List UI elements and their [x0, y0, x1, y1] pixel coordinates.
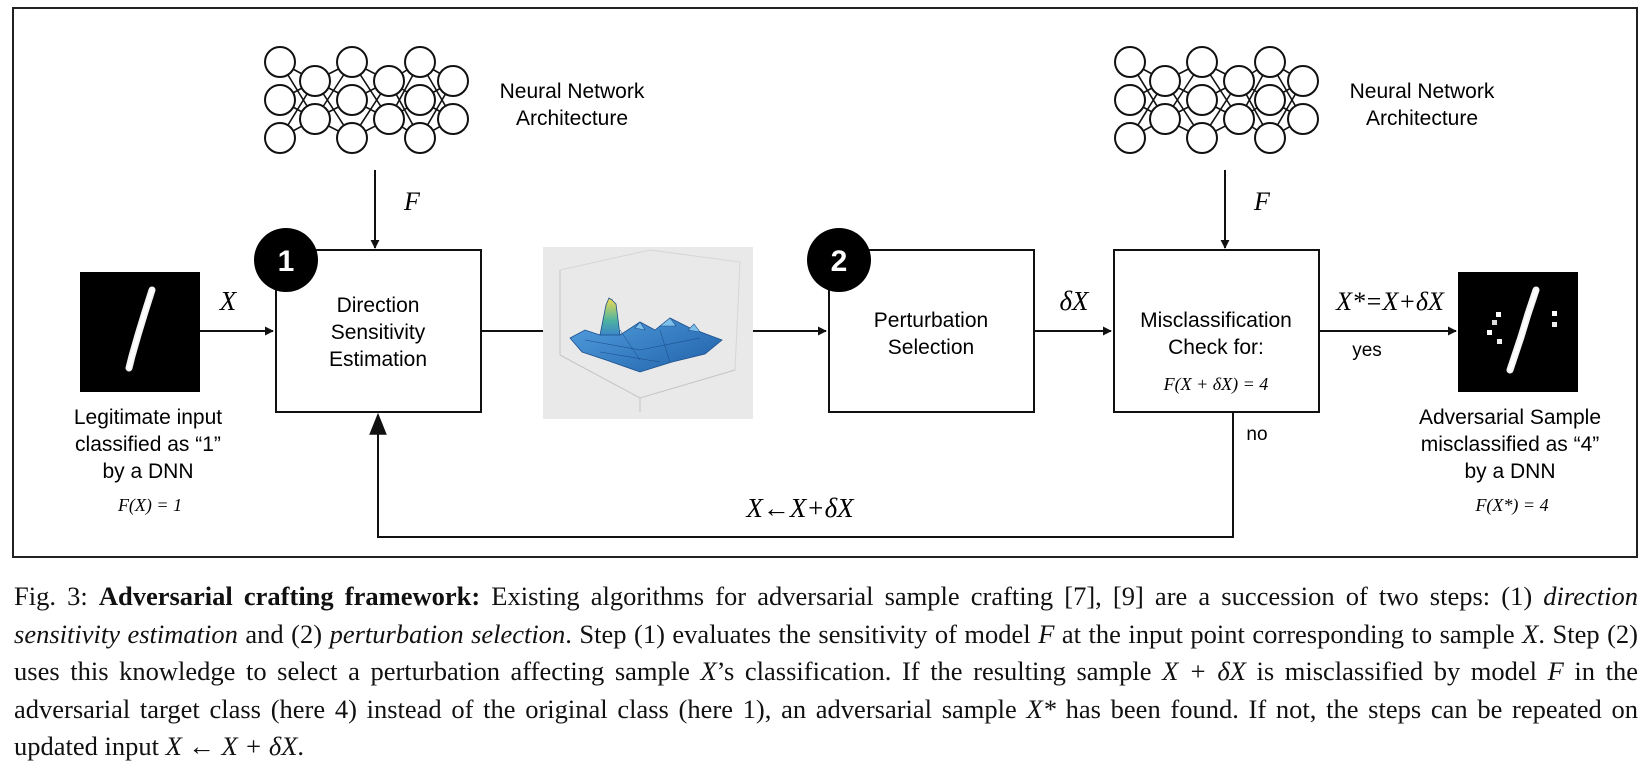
step1-box [275, 249, 482, 413]
nn-node [336, 46, 368, 78]
nn-node [1223, 103, 1255, 135]
caption-text: . [297, 731, 305, 761]
nn-label-right-line2: Architecture [1366, 107, 1478, 130]
input-arrow-label: X [219, 286, 238, 316]
caption-text: and (2) [237, 618, 330, 649]
caption-italic-term: perturbation selection [329, 618, 566, 649]
input-caption-line2: classified as “1” [75, 433, 221, 456]
step2-badge [807, 228, 871, 292]
loop-label: X←X+δX [745, 493, 855, 523]
caption-text: Existing algorithms for adversarial samp… [480, 581, 1544, 611]
output-caption-line2: misclassified as “4” [1421, 433, 1600, 456]
output-formula: F(X*) = 4 [1474, 495, 1548, 516]
loop-back-arrow [369, 412, 1234, 538]
sensitivity-surface-plot [543, 247, 753, 419]
step2-label-line2: Selection [888, 336, 974, 359]
step2-label-line1: Perturbation [874, 309, 988, 332]
yes-label: yes [1352, 340, 1382, 361]
nn-node [1287, 103, 1319, 135]
input-digit-image [80, 272, 200, 392]
neural-network-icon [1114, 46, 1319, 154]
check-label-line2: Check for: [1168, 336, 1264, 359]
nn-node [336, 84, 368, 116]
check-label-line1: Misclassification [1140, 309, 1292, 332]
nn-node [299, 65, 331, 97]
framework-diagram: Neural Network Architecture Neural Netwo… [12, 7, 1638, 558]
step1-label-line3: Estimation [329, 348, 427, 371]
nn-node [1149, 103, 1181, 135]
output-caption-line3: by a DNN [1464, 460, 1555, 483]
input-caption-line1: Legitimate input [74, 406, 222, 429]
step1-label-line1: Direction [337, 294, 420, 317]
nn-label-left-line2: Architecture [516, 107, 628, 130]
nn-node [264, 46, 296, 78]
input-caption-line3: by a DNN [102, 460, 193, 483]
caption-text: ’s classification. If the resulting samp… [716, 656, 1163, 686]
caption-text: is misclassified by model [1245, 656, 1548, 686]
nn-node [1287, 65, 1319, 97]
caption-text: has been found. If not, the steps can be… [14, 693, 1638, 762]
step2-number: 2 [831, 245, 848, 278]
nn-node [299, 103, 331, 135]
step1-badge [254, 228, 318, 292]
nn-label-left-line1: Neural Network [500, 80, 645, 103]
nn-node [404, 122, 436, 154]
check-formula: F(X + δX) = 4 [1163, 374, 1269, 395]
nn-node [373, 65, 405, 97]
nn-node [373, 103, 405, 135]
adversarial-digit-image [1458, 272, 1578, 392]
model-label-right: F [1253, 187, 1271, 216]
caption-math: X [700, 656, 717, 686]
caption-math: X ← X + δX [165, 731, 298, 761]
neural-network-icon [264, 46, 469, 154]
caption-math: X [1522, 618, 1539, 649]
caption-title: Adversarial crafting framework: [98, 581, 481, 611]
caption-prefix: Fig. 3: [14, 581, 99, 611]
caption-text: . Step (1) evaluates the sensitivity of … [565, 618, 1039, 649]
caption-text: at the input point corresponding to samp… [1054, 618, 1523, 649]
nn-node [1114, 46, 1146, 78]
step1-label-line2: Sensitivity [331, 321, 426, 344]
nn-node [1149, 65, 1181, 97]
caption-math: F [1038, 618, 1055, 649]
output-arrow-label: X*=X+δX [1335, 287, 1445, 316]
input-formula: F(X) = 1 [117, 495, 182, 516]
caption-math: X* [1026, 693, 1056, 724]
nn-node [264, 84, 296, 116]
nn-node [1114, 122, 1146, 154]
nn-node [1186, 122, 1218, 154]
nn-node [1186, 84, 1218, 116]
figure-caption: Fig. 3: Adversarial crafting framework: … [14, 578, 1638, 766]
caption-text: in the adversarial target class (here 4)… [14, 656, 1638, 724]
nn-node [404, 84, 436, 116]
nn-node [437, 65, 469, 97]
step1-number: 1 [278, 245, 295, 278]
nn-node [1186, 46, 1218, 78]
output-caption-line1: Adversarial Sample [1419, 406, 1601, 429]
nn-node [336, 122, 368, 154]
caption-text: . Step (2) uses this knowledge to select… [14, 618, 1638, 687]
nn-label-right-line1: Neural Network [1350, 80, 1495, 103]
nn-node [1254, 46, 1286, 78]
nn-node [1254, 84, 1286, 116]
caption-math: F [1547, 656, 1564, 686]
nn-node [1223, 65, 1255, 97]
caption-italic-term: direction sensitivity estimation [14, 581, 1638, 649]
nn-node [1254, 122, 1286, 154]
nn-node [437, 103, 469, 135]
nn-node [264, 122, 296, 154]
nn-node [404, 46, 436, 78]
delta-label: δX [1059, 286, 1090, 316]
check-box [1113, 249, 1320, 413]
caption-math: X + δX [1162, 656, 1246, 686]
figure-frame [12, 7, 1638, 558]
nn-node [1114, 84, 1146, 116]
no-label: no [1246, 424, 1267, 445]
model-label-left: F [403, 187, 421, 216]
